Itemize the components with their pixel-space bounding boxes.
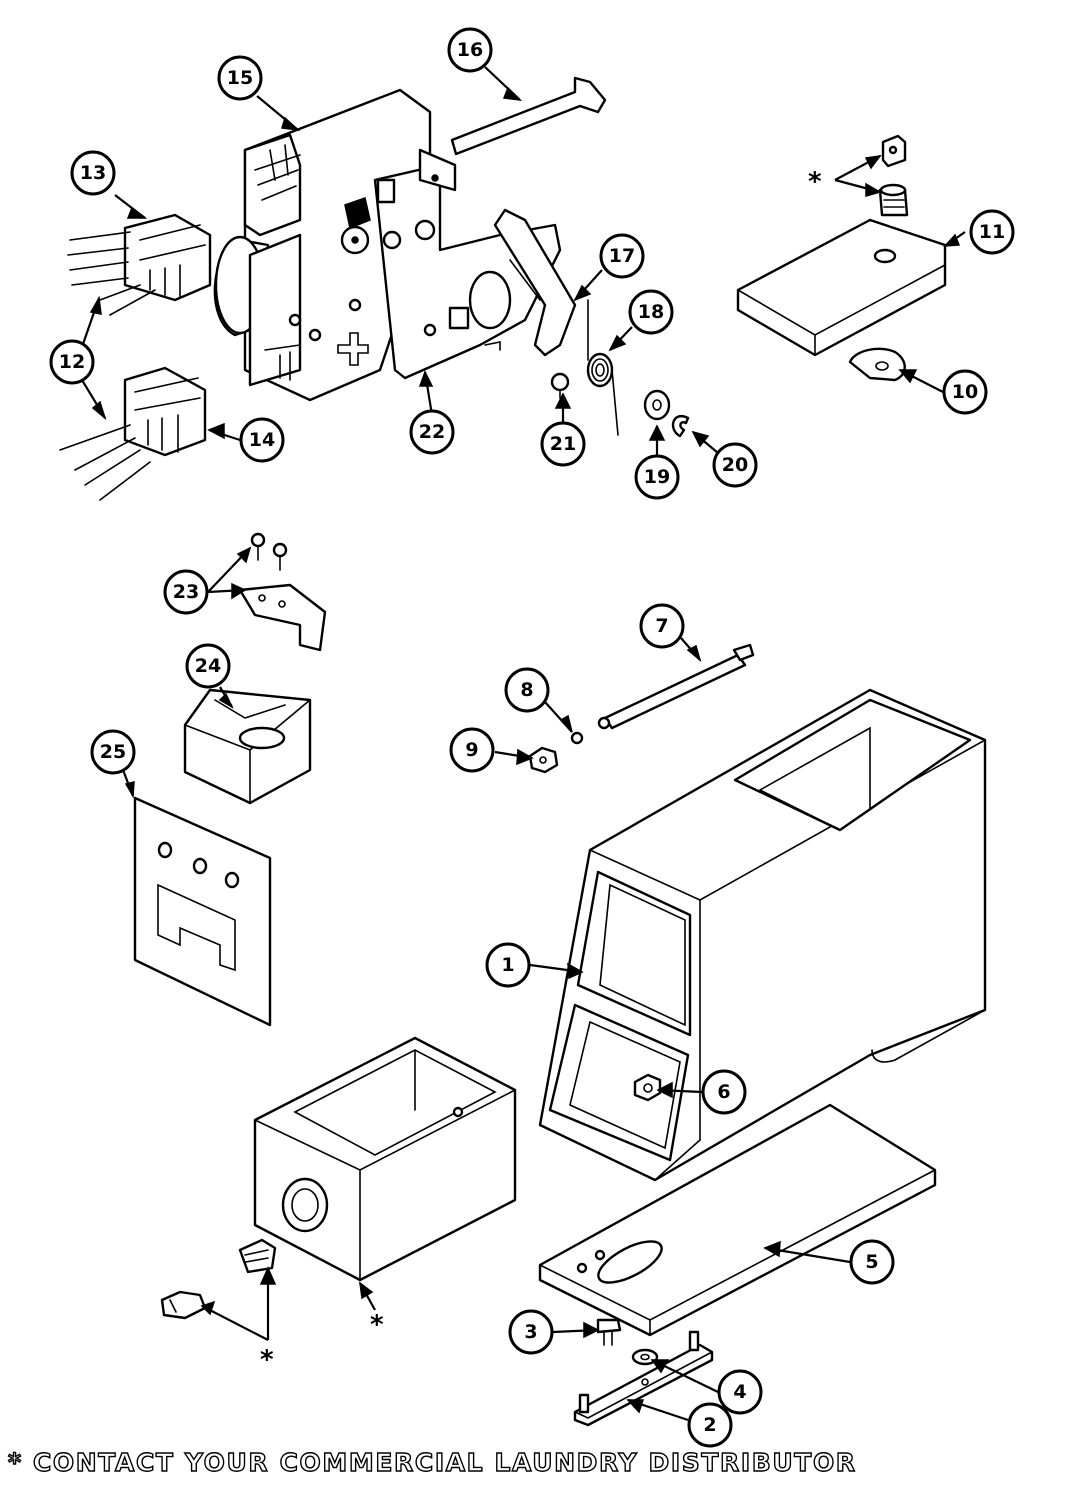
callout-2: 2: [687, 1402, 733, 1448]
callout-20-label: 20: [722, 454, 748, 476]
part-24-chute: [183, 688, 312, 805]
asterisk-coin-box: *: [370, 1310, 384, 1340]
callout-21: 21: [540, 421, 586, 467]
part-17-actuator: [493, 208, 577, 357]
callout-23-label: 23: [173, 581, 199, 603]
asterisk-upper-lock: *: [808, 167, 822, 197]
callout-14-label: 14: [249, 429, 275, 451]
part-5-base-plate: [538, 1103, 937, 1337]
callout-9-label: 9: [465, 739, 478, 761]
part-20-e-ring: [671, 415, 690, 438]
part-6-nut: [633, 1073, 662, 1102]
callout-13-label: 13: [80, 162, 106, 184]
callout-9: 9: [449, 727, 495, 773]
part-10-cam: [848, 347, 906, 382]
part-2-stud-plate: [573, 1330, 714, 1427]
part-13-connector: [67, 213, 212, 316]
callout-6-label: 6: [717, 1081, 730, 1103]
part-11-cover: [736, 218, 947, 357]
callout-19: 19: [634, 454, 680, 500]
leader-arrowheads: [89, 86, 961, 1414]
part-4-washer: [631, 1348, 659, 1366]
asterisk-lower-lock: *: [260, 1345, 274, 1375]
callout-3-label: 3: [524, 1321, 537, 1343]
part-16-rod: [450, 76, 607, 156]
callout-24-label: 24: [195, 655, 221, 677]
callout-13: 13: [70, 150, 116, 196]
part-lock-key-lower: [160, 1238, 277, 1320]
callout-2-label: 2: [703, 1414, 716, 1436]
part-21-screw: [550, 372, 570, 399]
callout-15: 15: [217, 55, 263, 101]
part-coin-box: [253, 1036, 517, 1282]
callout-25-label: 25: [100, 741, 126, 763]
part-22-bracket: [373, 148, 562, 380]
callout-11: 11: [969, 209, 1015, 255]
part-19-washer: [643, 389, 671, 421]
callout-19-label: 19: [644, 466, 670, 488]
callout-4-label: 4: [733, 1381, 746, 1403]
callout-5-label: 5: [865, 1251, 878, 1273]
part-7-rod: [597, 643, 755, 730]
part-18-spring: [586, 299, 619, 436]
callout-14: 14: [239, 417, 285, 463]
footnote-contact-distributor: * CONTACT YOUR COMMERCIAL LAUNDRY DISTRI…: [7, 1447, 857, 1477]
part-9-nut: [528, 746, 559, 774]
callout-15-label: 15: [227, 67, 253, 89]
callout-16-label: 16: [457, 39, 483, 61]
callout-16: 16: [447, 27, 493, 73]
callout-8-label: 8: [520, 679, 533, 701]
callout-1: 1: [485, 942, 531, 988]
callout-8: 8: [504, 667, 550, 713]
part-23-bracket: [238, 532, 327, 652]
callout-6: 6: [701, 1069, 747, 1115]
part-1-cabinet: [538, 688, 987, 1182]
callout-3: 3: [508, 1309, 554, 1355]
callout-10: 10: [942, 369, 988, 415]
part-15-timer-assembly: [213, 88, 432, 402]
callout-22: 22: [409, 409, 455, 455]
part-3-screw: [596, 1318, 622, 1346]
callout-11-label: 11: [979, 221, 1005, 243]
callout-24: 24: [185, 643, 231, 689]
part-25-face-plate: [133, 796, 272, 1027]
callout-25: 25: [90, 729, 136, 775]
callout-12-label: 12: [59, 351, 85, 373]
callout-21-label: 21: [550, 433, 576, 455]
callout-18: 18: [628, 289, 674, 335]
callout-1-label: 1: [501, 954, 514, 976]
callout-12: 12: [49, 339, 95, 385]
callout-7: 7: [639, 603, 685, 649]
callout-4: 4: [717, 1369, 763, 1415]
part-14-connector: [59, 366, 207, 501]
callout-22-label: 22: [419, 421, 445, 443]
callout-5: 5: [849, 1239, 895, 1285]
callout-23: 23: [163, 569, 209, 615]
callout-17-label: 17: [609, 245, 635, 267]
callout-18-label: 18: [638, 301, 664, 323]
callout-7-label: 7: [655, 615, 668, 637]
part-8-lock-washer: [570, 731, 584, 745]
part-lock-key-upper: [878, 134, 909, 217]
callout-20: 20: [712, 442, 758, 488]
callout-17: 17: [599, 233, 645, 279]
callout-10-label: 10: [952, 381, 978, 403]
